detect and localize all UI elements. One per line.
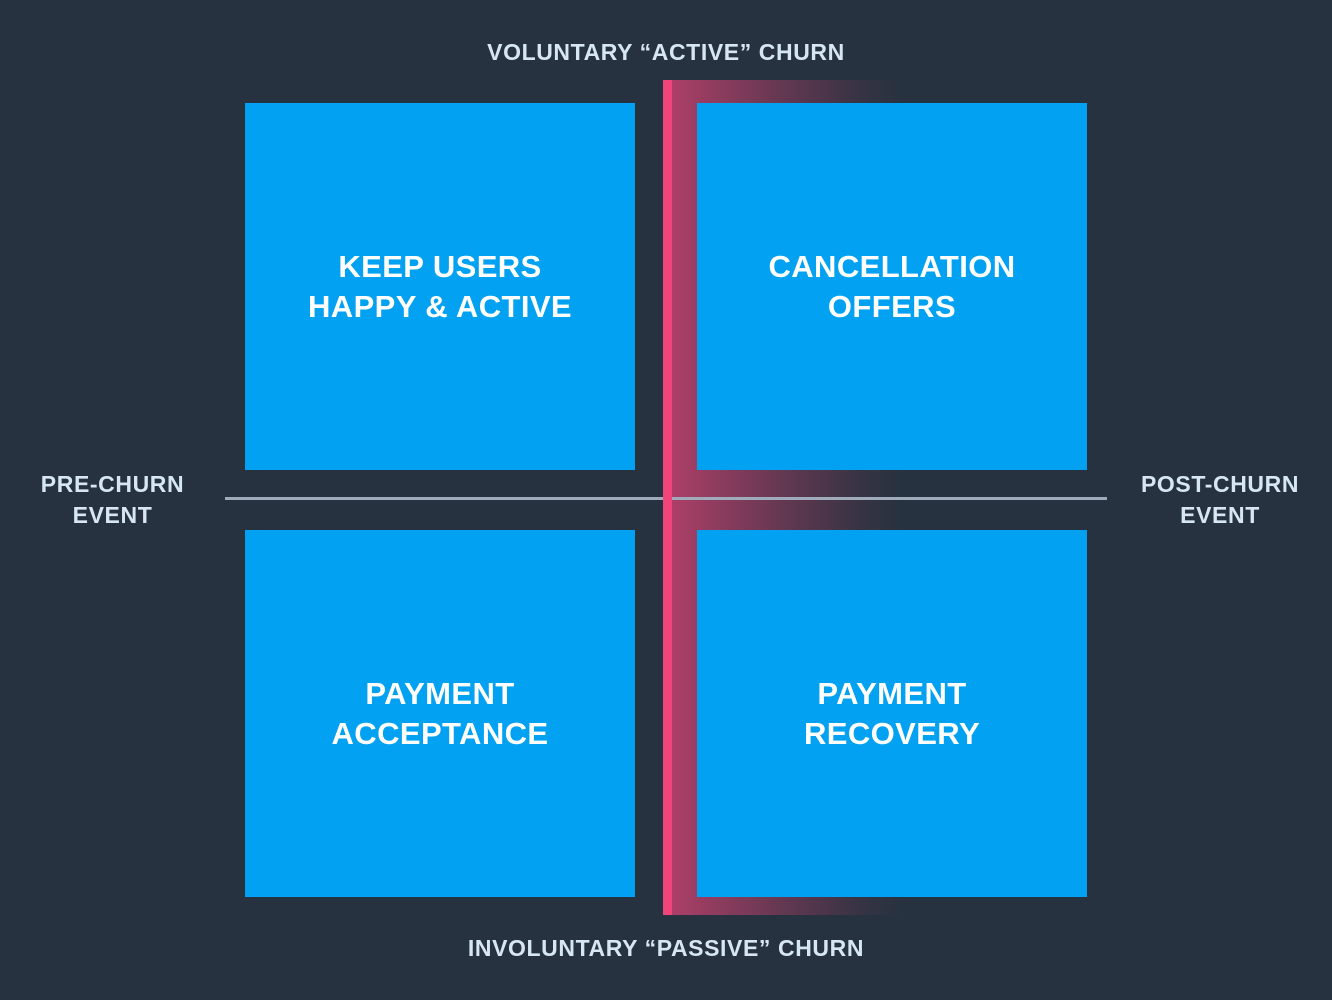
quadrant-label-line: PAYMENT: [817, 675, 967, 711]
quadrant-payment-acceptance: PAYMENT ACCEPTANCE: [245, 530, 635, 897]
quadrant-label-line: RECOVERY: [803, 715, 981, 751]
quadrant-label-line: KEEP USERS: [338, 248, 542, 284]
quadrant-cancellation-offers: CANCELLATION OFFERS: [697, 103, 1087, 470]
axis-label-post-churn-line1: POST-CHURN: [1140, 471, 1300, 497]
axis-label-pre-churn-line1: PRE-CHURN: [40, 471, 185, 497]
quadrant-label-line: HAPPY & ACTIVE: [308, 288, 572, 324]
axis-label-pre-churn-line2: EVENT: [72, 502, 153, 528]
quadrant-label-line: ACCEPTANCE: [331, 715, 549, 751]
quadrant-label-line: OFFERS: [827, 288, 957, 324]
axis-label-involuntary-churn: INVOLUNTARY “PASSIVE” CHURN: [467, 935, 865, 961]
quadrant-label-line: PAYMENT: [365, 675, 515, 711]
axis-label-pre-churn: PRE-CHURN EVENT: [20, 469, 205, 531]
quadrant-label-line: CANCELLATION: [768, 248, 1016, 284]
quadrant-keep-users-happy: KEEP USERS HAPPY & ACTIVE: [245, 103, 635, 470]
axis-label-voluntary-churn: VOLUNTARY “ACTIVE” CHURN: [487, 39, 845, 65]
center-divider-line: [663, 80, 672, 915]
axis-label-post-churn-line2: EVENT: [1180, 502, 1260, 528]
axis-label-post-churn: POST-CHURN EVENT: [1125, 469, 1315, 531]
quadrant-payment-recovery: PAYMENT RECOVERY: [697, 530, 1087, 897]
